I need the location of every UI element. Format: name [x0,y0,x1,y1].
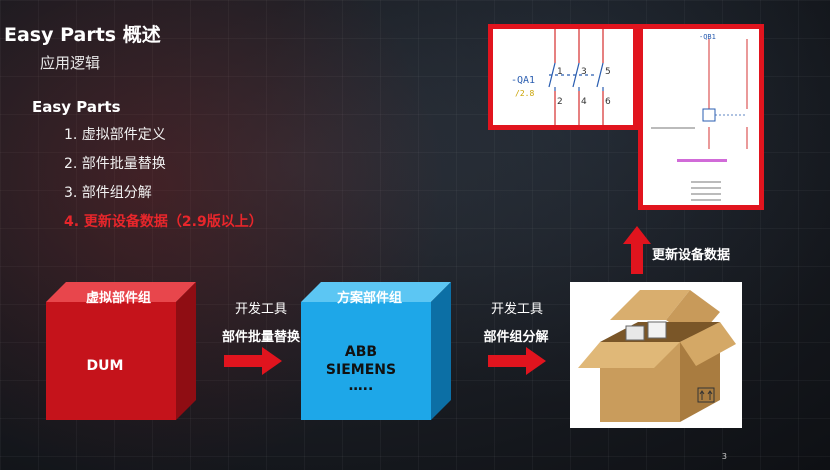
virtual-group-label: 虚拟部件组 [86,291,152,306]
up-arrow-icon [623,226,651,274]
scheme-group-cube: 方案部件组 ABB SIEMENS ….. [301,282,451,432]
step1-action: 部件批量替换 [221,330,300,345]
page-subtitle: 应用逻辑 [40,54,101,72]
scheme-line: SIEMENS [325,362,397,378]
terminal-label: 2 [557,97,563,107]
relay-tag: -QB1 [699,33,716,41]
section-heading: Easy Parts [32,98,121,116]
list-item: 3. 部件组分解 [64,185,152,201]
terminal-label: 5 [605,67,611,77]
breaker-symbol [548,29,604,125]
box-panel [570,282,742,428]
terminal-label: 3 [581,67,587,77]
update-label: 更新设备数据 [652,248,731,263]
right-arrow-icon [224,347,282,375]
feature-list: 1. 虚拟部件定义 2. 部件批量替换 3. 部件组分解 4. 更新设备数据（2… [64,124,263,240]
breaker-ref: /2.8 [515,89,535,98]
cube-shape [46,282,196,420]
scheme-group-label: 方案部件组 [337,291,403,306]
scheme-line: ABB [344,344,378,360]
step1-tool: 开发工具 [234,302,287,317]
terminal-label: 4 [581,97,587,107]
list-item: 1. 虚拟部件定义 [64,127,166,143]
scheme-line: ….. [348,378,374,394]
virtual-group-cube: 虚拟部件组 DUM [46,282,196,432]
page-number: 3 [721,452,727,461]
cube-shape [301,282,451,420]
list-item-highlight: 4. 更新设备数据（2.9版以上） [64,214,263,230]
terminal-label: 6 [605,97,611,107]
right-arrow-icon [488,347,546,375]
page-title: Easy Parts 概述 [4,24,161,46]
step2-tool: 开发工具 [490,302,543,317]
step2-action: 部件组分解 [483,330,549,345]
relay-schematic-panel: -QB1 [638,24,764,210]
terminal-label: 1 [557,67,563,77]
breaker-tag: -QA1 [511,75,536,86]
box-icon [578,290,736,422]
breaker-schematic-panel: -QA1 /2.8 1 3 5 2 4 6 [488,24,638,130]
list-item: 2. 部件批量替换 [64,156,166,172]
relay-symbol [651,39,748,201]
virtual-group-content: DUM [86,358,124,374]
